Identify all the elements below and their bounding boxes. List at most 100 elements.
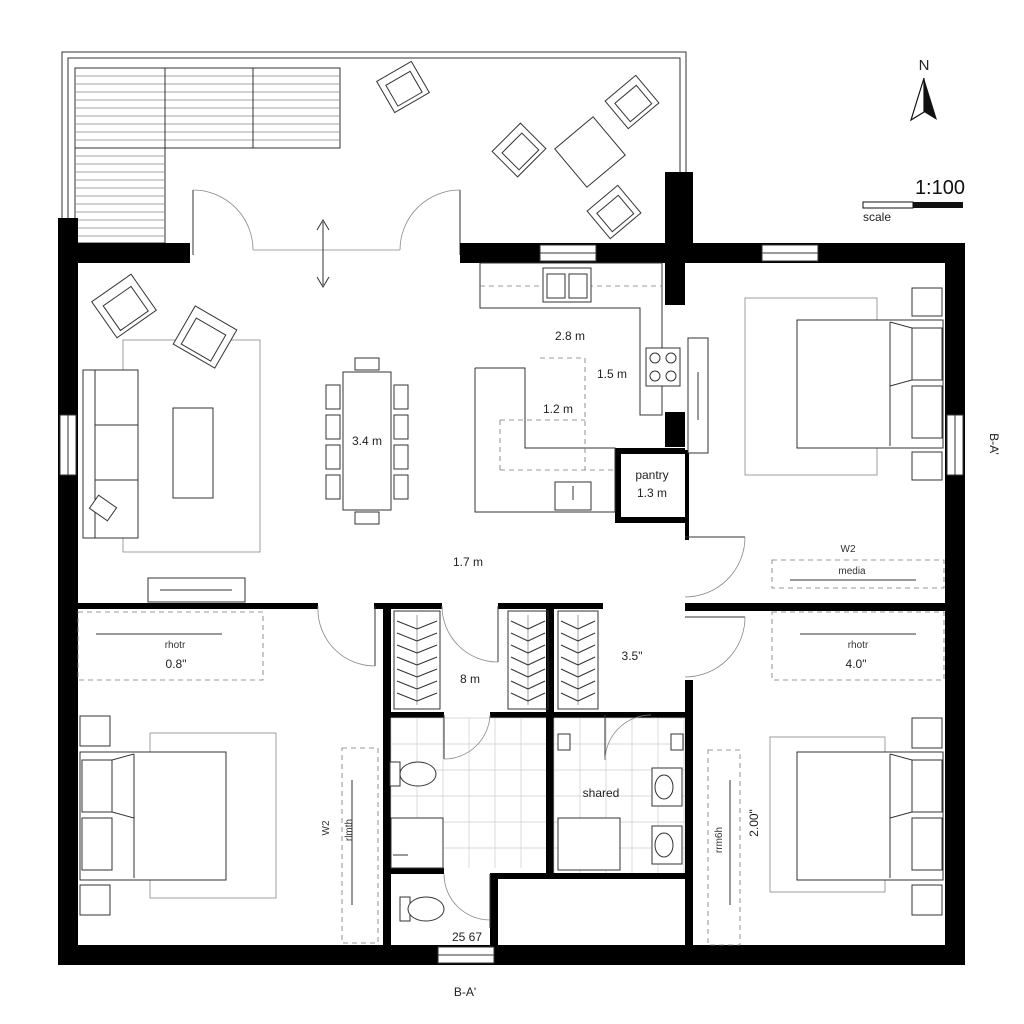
dining-chair	[325, 474, 341, 500]
door[interactable]	[443, 714, 491, 760]
nightstand	[79, 884, 111, 916]
small-bath-dimension: 25 67	[452, 930, 482, 944]
kitchen-sink	[542, 267, 592, 303]
wardrobe-left-label: rlmth	[344, 819, 355, 841]
door[interactable]	[443, 873, 491, 928]
door[interactable]	[684, 616, 746, 678]
north-label: N	[919, 57, 930, 74]
media-left-label: rhotr	[165, 640, 186, 651]
living-dimension: 3.4 m	[352, 434, 382, 448]
toilet	[399, 896, 445, 922]
bathroom-shared: shared	[557, 733, 684, 871]
coffee-table	[554, 116, 626, 188]
scale-label: scale	[863, 210, 891, 224]
door[interactable]	[317, 605, 376, 667]
dining-chair	[393, 384, 409, 410]
lounge-chair	[491, 122, 547, 178]
sink	[651, 825, 683, 865]
kitchen: 2.8 m 1.5 m 1.2 m	[474, 262, 709, 513]
media-unit	[771, 559, 945, 589]
shared-bath-label: shared	[583, 786, 620, 800]
closet-dimension: 8 m	[460, 672, 480, 686]
bedroom-top-right: W2 media	[744, 287, 945, 589]
closets: 8 m	[393, 610, 599, 710]
nightstand	[79, 715, 111, 747]
sink	[651, 767, 683, 807]
pantry: pantry 1.3 m	[635, 468, 668, 500]
dining-chair	[393, 474, 409, 500]
dining-table	[325, 357, 409, 525]
media-tag: W2	[841, 544, 856, 555]
hall-dimension: 1.7 m	[453, 555, 483, 569]
kitchen-width-dim: 2.8 m	[555, 329, 585, 343]
dining-chair	[325, 384, 341, 410]
shower	[390, 817, 444, 869]
media-right-label: rhotr	[848, 640, 869, 651]
fridge	[687, 337, 709, 454]
dining-chair	[393, 414, 409, 440]
cabinet	[557, 733, 571, 751]
closet	[557, 610, 599, 710]
pantry-dimension: 1.3 m	[637, 486, 667, 500]
lounge-chair	[604, 74, 660, 130]
kitchen-dimensions	[499, 357, 615, 471]
sofa	[82, 369, 139, 539]
scale-bar: 1:100 scale	[862, 177, 965, 224]
nightstand	[911, 287, 943, 317]
bathroom-left	[389, 717, 685, 873]
coffee-table	[172, 407, 214, 499]
dining-chair	[325, 444, 341, 470]
bedroom-bottom-right: rhotr 4.0" rrm6h 2.00"	[707, 611, 945, 946]
cooktop	[645, 347, 681, 387]
door[interactable]	[604, 714, 652, 761]
armchair	[172, 305, 238, 369]
wardrobe	[341, 747, 379, 944]
dining-chair	[354, 511, 380, 525]
dining-chair	[354, 357, 380, 371]
lounge-chair	[586, 184, 642, 240]
media-right-dimension: 4.0"	[846, 657, 867, 671]
bathroom-small: 25 67	[399, 896, 482, 944]
armchair	[91, 273, 157, 339]
wardrobe-left-tag: W2	[321, 820, 332, 835]
door[interactable]	[684, 536, 746, 598]
tv-console	[147, 577, 246, 603]
media-label: media	[838, 566, 866, 577]
wardrobe-right-dimension: 2.00"	[747, 809, 761, 837]
scale-ratio: 1:100	[915, 177, 965, 199]
hall-right-dimension: 3.5"	[622, 649, 643, 663]
dining-chair	[393, 444, 409, 470]
nightstand	[911, 884, 943, 916]
door[interactable]	[441, 605, 499, 663]
pantry-label: pantry	[635, 468, 668, 482]
window	[59, 414, 77, 476]
lounge-chair	[375, 60, 431, 114]
french-doors[interactable]	[192, 189, 461, 288]
window	[437, 946, 495, 964]
doors	[317, 536, 746, 928]
windows	[59, 244, 964, 964]
bedroom-bottom-left: rhotr 0.8" W2 rlmth	[77, 611, 379, 944]
nightstand	[911, 451, 943, 481]
closet	[393, 610, 441, 710]
kitchen-dim-b: 1.2 m	[543, 402, 573, 416]
toilet	[389, 761, 437, 787]
cabinet	[670, 733, 684, 751]
kitchen-dim-a: 1.5 m	[597, 367, 627, 381]
double-bed	[79, 751, 227, 881]
living-room: 3.4 m	[82, 273, 409, 603]
section-label-right: B-A’	[987, 433, 1001, 455]
wardrobe	[707, 749, 741, 946]
window	[946, 414, 964, 476]
section-label-bottom: B-A'	[454, 985, 476, 999]
media-unit	[77, 611, 264, 681]
window	[539, 244, 597, 262]
media-left-dimension: 0.8"	[166, 657, 187, 671]
window	[761, 244, 819, 262]
double-bed	[796, 751, 944, 881]
north-arrow: N	[909, 57, 937, 122]
deck-boards	[74, 67, 341, 244]
closet	[507, 610, 549, 710]
wardrobe-right-label: rrm6h	[714, 827, 725, 853]
terrace	[61, 51, 687, 288]
